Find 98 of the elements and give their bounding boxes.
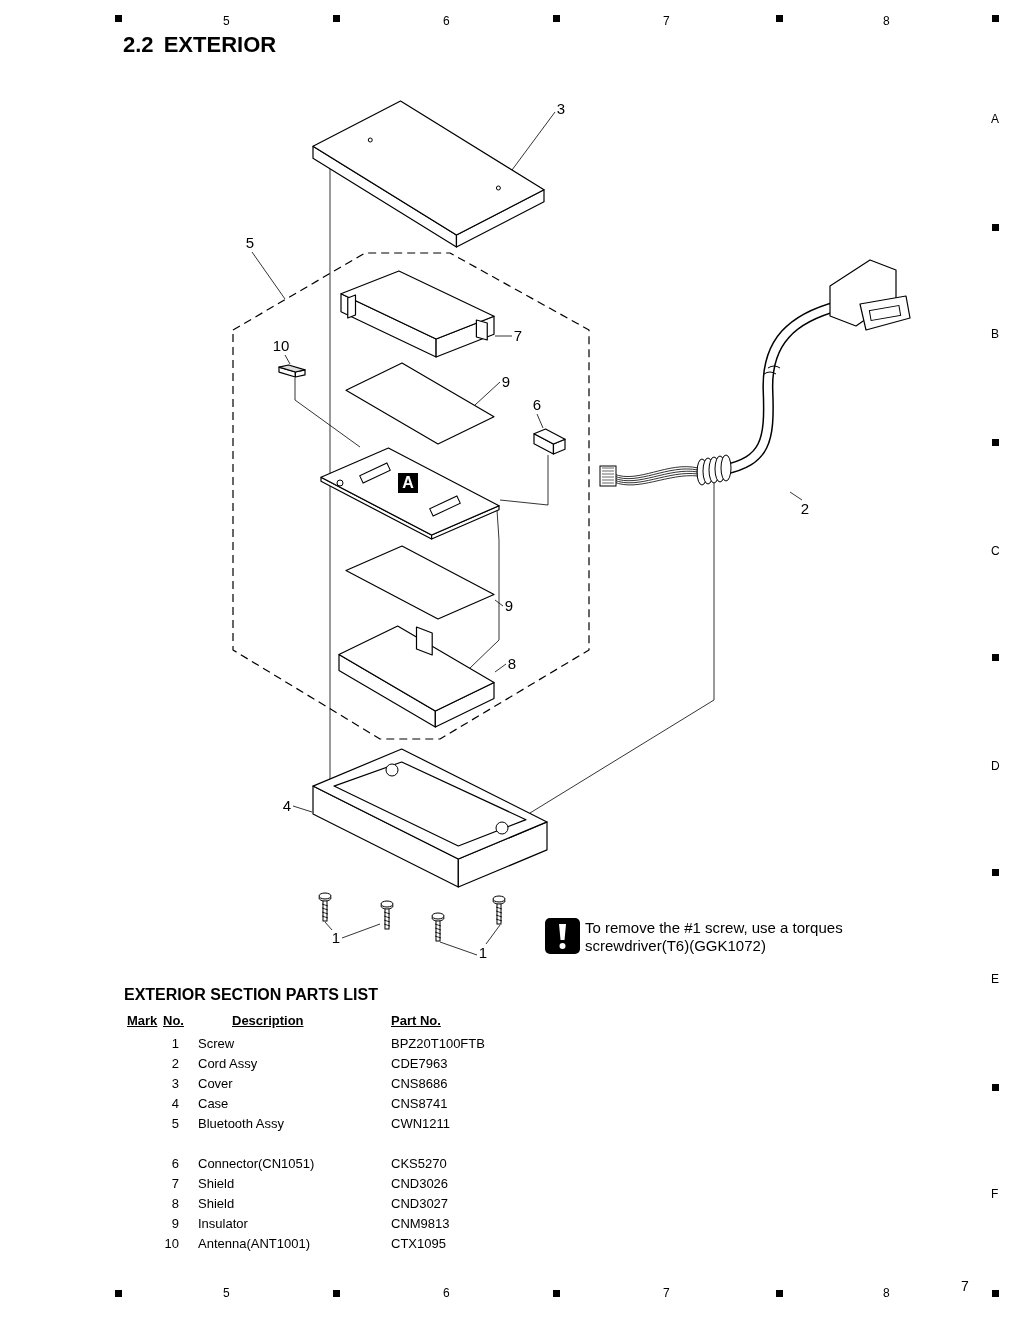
item-number: 2 (170, 1056, 179, 1072)
assembly-line (329, 168, 331, 780)
grid-reference: B (991, 327, 999, 342)
part-description: Shield (198, 1196, 235, 1212)
item-number: 3 (170, 1076, 179, 1092)
assembly-line (499, 454, 549, 506)
assembly-line (294, 377, 361, 448)
part-description: Antenna(ANT1001) (198, 1236, 310, 1252)
callout-number: 1 (477, 944, 489, 962)
part-description: Insulator (198, 1216, 248, 1232)
part-description: Connector(CN1051) (198, 1156, 315, 1172)
callout-number: 4 (281, 797, 293, 815)
insulator-drawing (345, 362, 495, 445)
item-number: 8 (170, 1196, 179, 1212)
grid-reference: 7 (663, 14, 670, 29)
callout-number: 7 (512, 327, 524, 345)
callout-number: 3 (555, 100, 567, 118)
part-number: BPZ20T100FTB (391, 1036, 485, 1052)
leader-line (511, 111, 556, 171)
leader-line (494, 335, 513, 337)
part-number: CND3027 (391, 1196, 449, 1212)
grid-reference: 6 (443, 14, 450, 29)
leader-line (789, 491, 803, 501)
shield-drawing (338, 625, 495, 728)
callout-number: 5 (244, 234, 256, 252)
grid-reference: C (991, 544, 1000, 559)
antenna-drawing (278, 364, 306, 378)
leader-line (494, 599, 504, 607)
part-description: Bluetooth Assy (198, 1116, 284, 1132)
part-number: CNS8741 (391, 1096, 448, 1112)
column-header: Part No. (391, 1013, 441, 1029)
grid-reference: D (991, 759, 1000, 774)
item-number: 10 (163, 1236, 179, 1252)
part-number: CNM9813 (391, 1216, 450, 1232)
part-number: CWN1211 (391, 1116, 450, 1132)
assembly-line (529, 482, 715, 814)
grid-reference: 8 (883, 1286, 890, 1301)
leader-line (251, 251, 286, 300)
callout-number: 9 (503, 597, 515, 615)
insulator-drawing (345, 545, 495, 620)
leader-line (292, 805, 313, 813)
note-text: To remove the #1 screw, use a torques screwdriver(T6)(GGK1072) (585, 919, 844, 955)
leader-line (494, 663, 507, 673)
item-number: 9 (170, 1216, 179, 1232)
leader-line (341, 923, 381, 939)
grid-reference: E (991, 972, 999, 987)
table-title: EXTERIOR SECTION PARTS LIST (124, 985, 378, 1004)
grid-reference: 5 (223, 14, 230, 29)
leader-line (485, 924, 501, 945)
callout-number: 2 (799, 500, 811, 518)
part-number: CDE7963 (391, 1056, 448, 1072)
cover-drawing (312, 100, 545, 248)
screw-drawing (380, 900, 394, 930)
screw-drawing (318, 892, 332, 922)
leader-line (536, 413, 544, 429)
assembly-outline (232, 252, 590, 740)
callout-number: 10 (271, 337, 291, 355)
part-number: CTX1095 (391, 1236, 446, 1252)
assembly-line (469, 509, 500, 669)
leader-line (474, 381, 501, 406)
screw-drawing (431, 912, 445, 942)
leader-line (324, 921, 333, 931)
circuit-board-drawing (320, 447, 500, 540)
item-number: 6 (170, 1156, 179, 1172)
board-marking: A (398, 473, 418, 493)
item-number: 7 (170, 1176, 179, 1192)
column-header: Description (232, 1013, 304, 1029)
shield-drawing (340, 270, 495, 358)
grid-reference: F (991, 1187, 999, 1202)
callout-number: 9 (500, 373, 512, 391)
part-number: CNS8686 (391, 1076, 448, 1092)
item-number: 5 (170, 1116, 179, 1132)
callout-number: 8 (506, 655, 518, 673)
screw-drawing (492, 895, 506, 925)
callout-number: 6 (531, 396, 543, 414)
column-header: No. (163, 1013, 184, 1029)
part-description: Cover (198, 1076, 233, 1092)
leader-line (284, 354, 291, 365)
connector-drawing (533, 428, 566, 455)
part-number: CKS5270 (391, 1156, 447, 1172)
part-number: CND3026 (391, 1176, 449, 1192)
item-number: 1 (170, 1036, 179, 1052)
grid-reference: 8 (883, 14, 890, 29)
grid-reference: 6 (443, 1286, 450, 1301)
grid-reference: A (991, 112, 999, 127)
section-title: 2.2 EXTERIOR (123, 32, 277, 58)
callout-number: 1 (330, 929, 342, 947)
part-description: Cord Assy (198, 1056, 258, 1072)
part-description: Shield (198, 1176, 235, 1192)
case-drawing (312, 748, 548, 888)
part-description: Screw (198, 1036, 235, 1052)
page-number: 7 (961, 1278, 969, 1295)
grid-reference: 7 (663, 1286, 670, 1301)
part-description: Case (198, 1096, 229, 1112)
grid-reference: 5 (223, 1286, 230, 1301)
leader-line (439, 941, 478, 956)
column-header: Mark (127, 1013, 158, 1029)
item-number: 4 (170, 1096, 179, 1112)
